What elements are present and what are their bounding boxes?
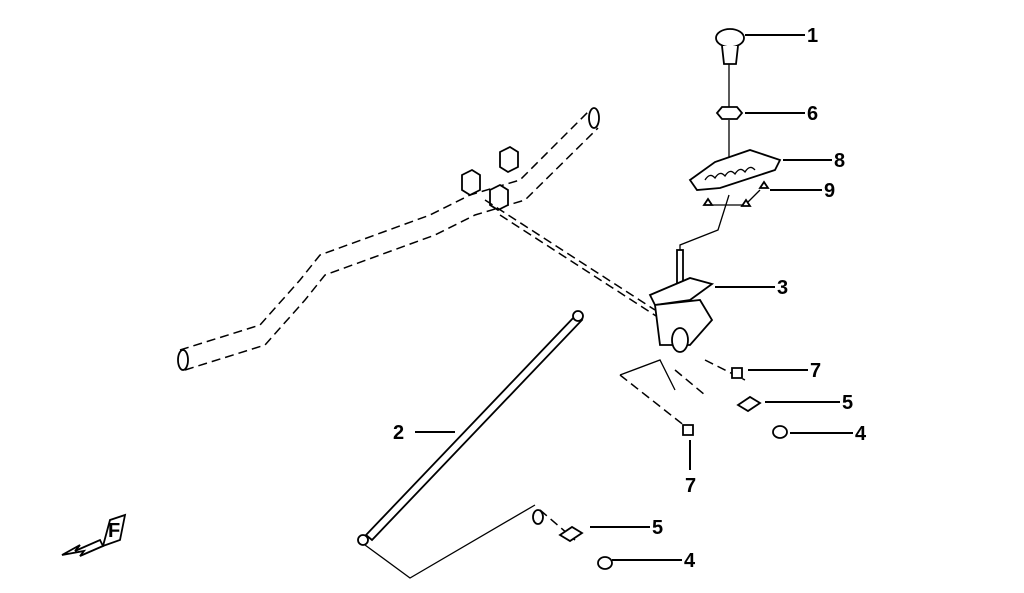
callout-5-upper: 5	[842, 392, 853, 414]
front-direction-icon: F	[61, 513, 127, 557]
guide-plate-part	[688, 149, 782, 191]
callout-3: 3	[777, 277, 788, 299]
nut-part	[715, 106, 744, 120]
callout-5-lower: 5	[652, 517, 663, 539]
handlebar-phantom	[177, 107, 600, 371]
callout-4-upper: 4	[855, 423, 867, 445]
callout-1: 1	[807, 25, 818, 47]
shift-rod-part	[357, 310, 584, 546]
front-label: F	[108, 520, 120, 542]
callout-6: 6	[807, 103, 818, 125]
callout-7-upper: 7	[810, 360, 821, 382]
callout-8: 8	[834, 150, 845, 172]
callout-4-lower: 4	[684, 550, 696, 572]
shift-lever-part	[648, 249, 715, 353]
callout-9: 9	[824, 180, 835, 202]
callout-2: 2	[393, 422, 404, 444]
knob-part	[715, 28, 745, 65]
callout-7-lower: 7	[685, 475, 696, 497]
